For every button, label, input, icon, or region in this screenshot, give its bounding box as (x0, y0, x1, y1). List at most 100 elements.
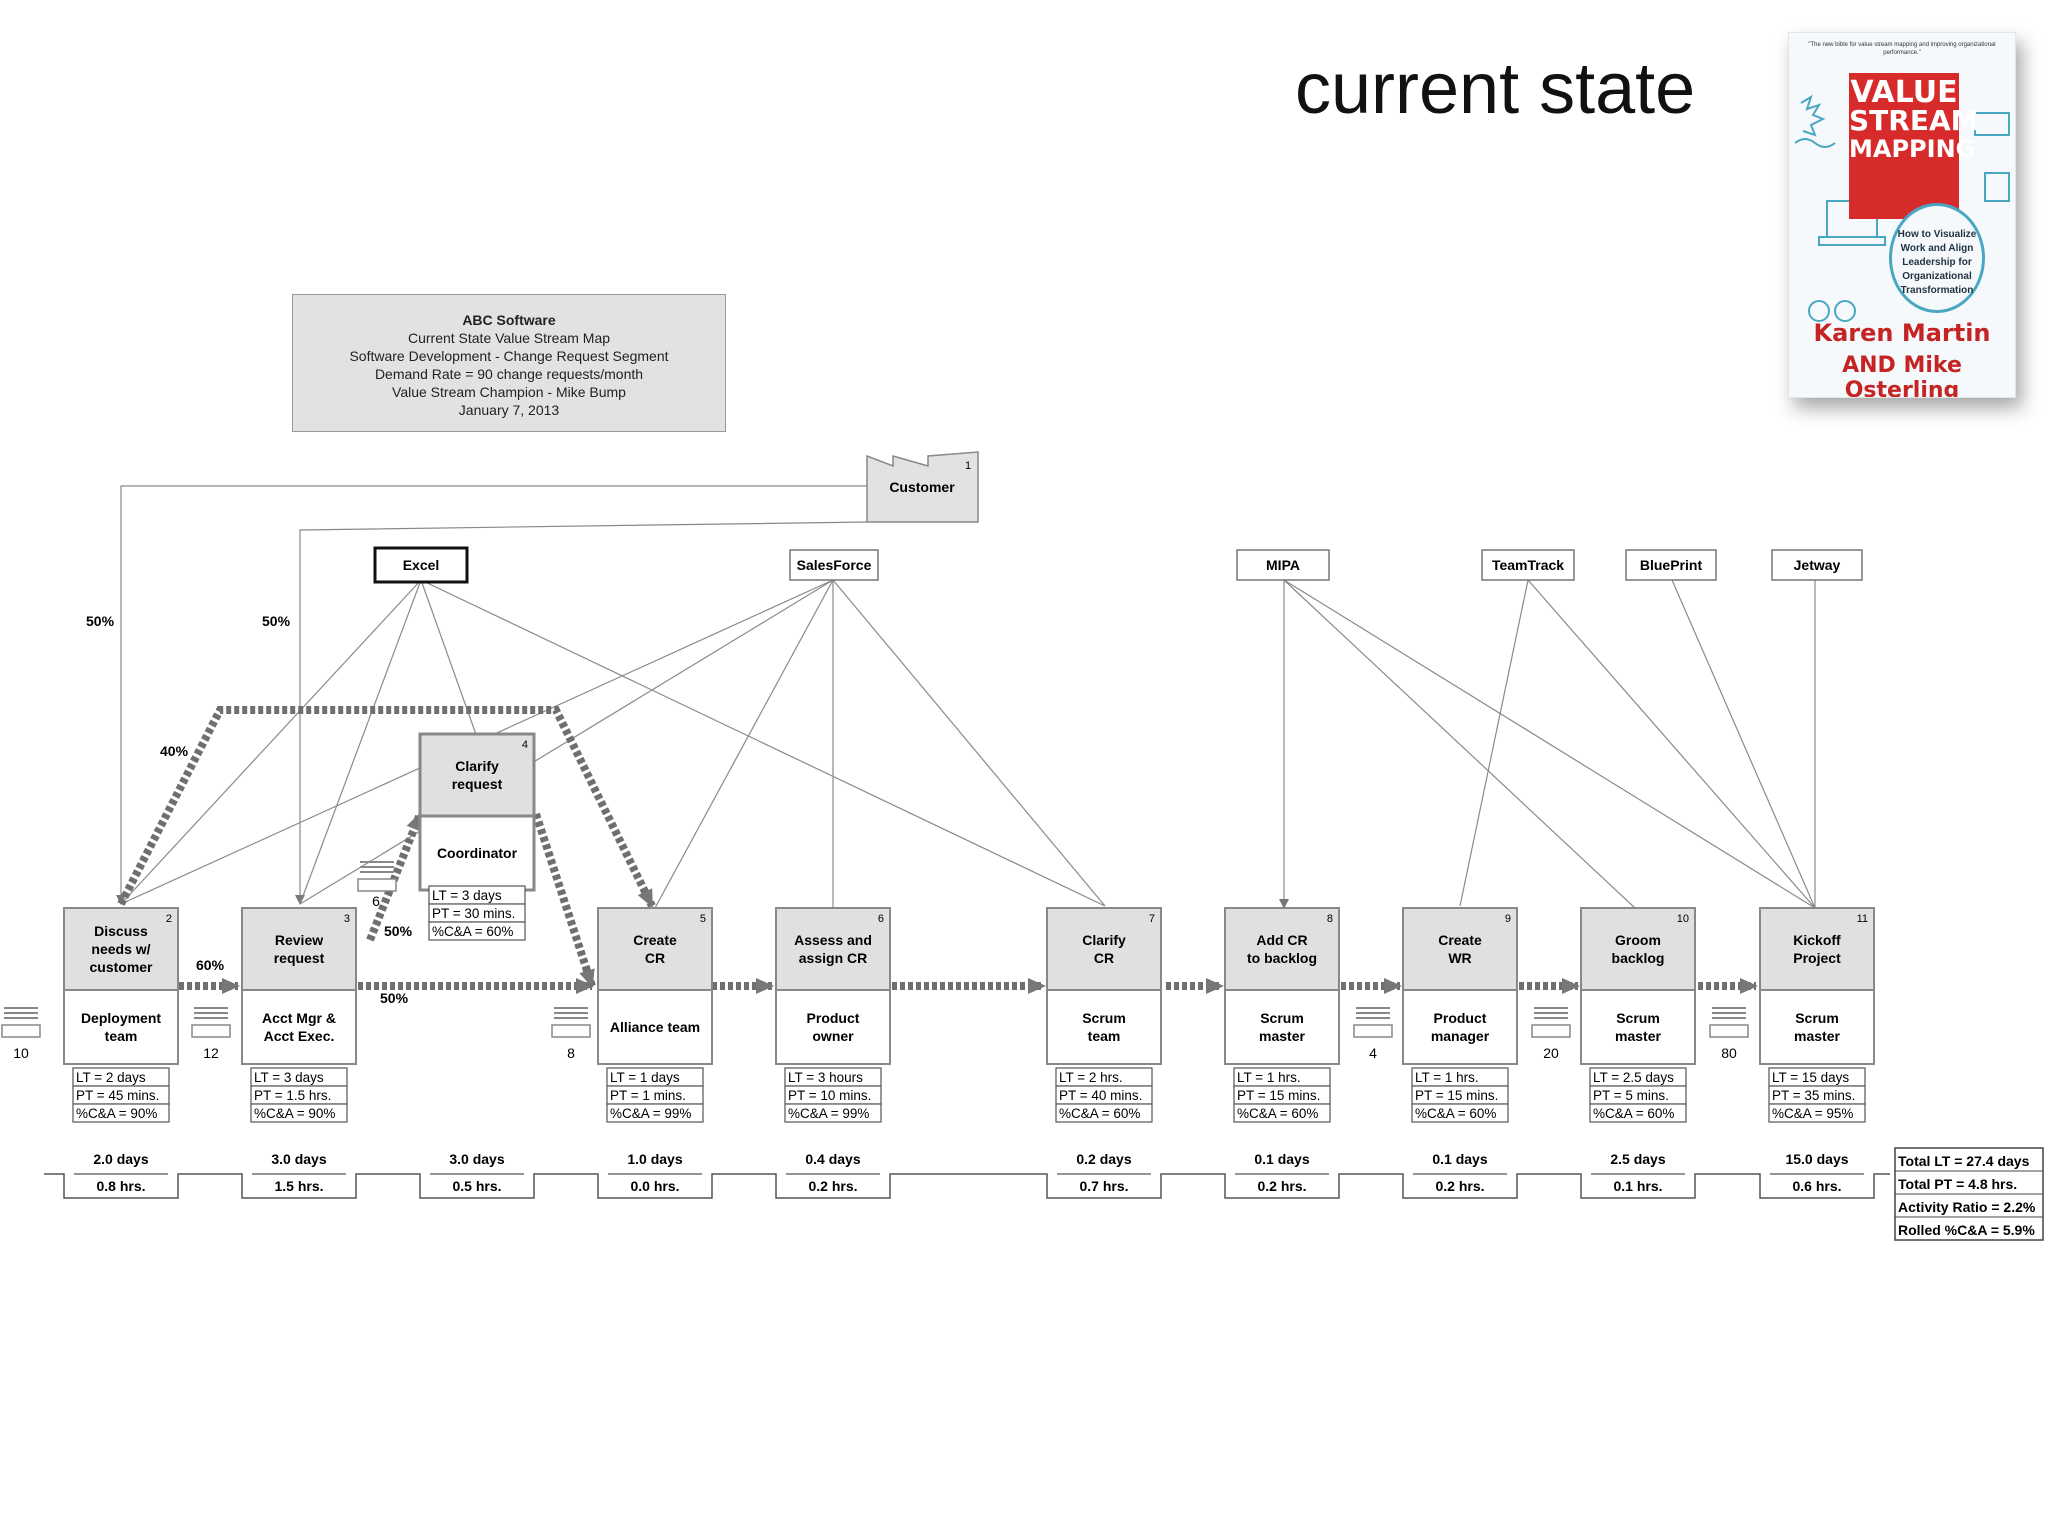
process-name: request (452, 776, 503, 792)
timeline-lead-time: 0.4 days (805, 1151, 860, 1167)
process-metric-ca: %C&A = 95% (1772, 1106, 1853, 1121)
process-owner: Acct Mgr & (262, 1010, 336, 1026)
flow-percent: 60% (196, 957, 225, 973)
process-metric-pt: PT = 35 mins. (1772, 1088, 1855, 1103)
process-name: assign CR (799, 950, 867, 966)
process-name: WR (1448, 950, 1471, 966)
process-name: CR (645, 950, 665, 966)
process-owner: Scrum (1616, 1010, 1660, 1026)
system-box-salesforce: SalesForce (789, 549, 879, 581)
process-metric-pt: PT = 1.5 hrs. (254, 1088, 331, 1103)
process-metric-lt: LT = 15 days (1772, 1070, 1849, 1085)
customer-request-lines (116, 485, 868, 905)
inventory-count: 4 (1369, 1045, 1377, 1061)
flow-percent: 50% (380, 990, 409, 1006)
process-owner: Scrum (1082, 1010, 1126, 1026)
customer-number: 1 (965, 460, 971, 472)
process-metric-pt: PT = 30 mins. (432, 906, 515, 921)
process-owner: Scrum (1260, 1010, 1304, 1026)
timeline-lead-time: 0.1 days (1254, 1151, 1309, 1167)
process-metric-ca: %C&A = 90% (254, 1106, 335, 1121)
header-line: Value Stream Champion - Mike Bump (392, 384, 626, 400)
rolled-ca: Rolled %C&A = 5.9% (1898, 1222, 2035, 1238)
slide-title: current state (1295, 49, 1696, 129)
header-line: Demand Rate = 90 change requests/month (374, 366, 644, 382)
process-name: Clarify (1082, 932, 1126, 948)
system-box-excel: Excel (373, 546, 469, 584)
process-metric-lt: LT = 3 days (254, 1070, 324, 1085)
timeline-lead-time: 0.1 days (1432, 1151, 1487, 1167)
book-author-2: AND Mike Osterling (1842, 353, 1962, 398)
book-title-logo: VALUE STREAM MAPPING (1849, 73, 1979, 219)
process-owner: Acct Exec. (264, 1028, 335, 1044)
vsm-header-box: ABC Software Current State Value Stream … (292, 294, 726, 432)
timeline-lead-time: 2.5 days (1610, 1151, 1665, 1167)
system-label: TeamTrack (1492, 557, 1564, 573)
timeline-lead-time: 2.0 days (93, 1151, 148, 1167)
system-label: Excel (403, 557, 440, 573)
process-name: Discuss (94, 923, 148, 939)
process-metric-lt: LT = 2 days (76, 1070, 146, 1085)
process-metric-lt: LT = 2 hrs. (1059, 1070, 1123, 1085)
process-metric-lt: LT = 2.5 days (1593, 1070, 1674, 1085)
inventory-icon: 4 (1353, 1007, 1393, 1061)
timeline-process-time: 0.0 hrs. (630, 1178, 679, 1194)
process-number: 3 (344, 913, 350, 925)
process-owner: Product (1434, 1010, 1487, 1026)
timeline-process-time: 0.6 hrs. (1792, 1178, 1841, 1194)
process-metric-ca: %C&A = 90% (76, 1106, 157, 1121)
process-owner: master (1259, 1028, 1305, 1044)
process-metric-pt: PT = 45 mins. (76, 1088, 159, 1103)
process-number: 5 (700, 913, 706, 925)
inventory-icon: 20 (1531, 1007, 1571, 1061)
book-author-1: Karen Martin (1813, 319, 1991, 347)
process-number: 7 (1149, 913, 1155, 925)
process-name: Groom (1615, 932, 1661, 948)
system-box-blueprint: BluePrint (1625, 549, 1717, 581)
book-subtitle: How to Visualize Work and Align Leadersh… (1889, 203, 1985, 313)
inventory-icon: 12 (191, 1007, 231, 1061)
customer-label: Customer (889, 479, 955, 495)
process-name: customer (89, 959, 153, 975)
book-cover-image: "The new bible for value stream mapping … (1788, 32, 2016, 398)
process-metric-ca: %C&A = 99% (788, 1106, 869, 1121)
book-title-line: MAPPING (1849, 135, 1976, 163)
process-owner: Alliance team (610, 1019, 700, 1035)
process-owner: Deployment (81, 1010, 161, 1026)
book-blurb: "The new bible for value stream mapping … (1808, 42, 1996, 56)
timeline-lead-time: 3.0 days (449, 1151, 504, 1167)
process-metric-ca: %C&A = 60% (1415, 1106, 1496, 1121)
process-metric-lt: LT = 1 hrs. (1415, 1070, 1479, 1085)
process-metric-lt: LT = 1 hrs. (1237, 1070, 1301, 1085)
book-title-line: STREAM (1849, 104, 1979, 137)
process-number: 10 (1677, 913, 1689, 925)
header-company: ABC Software (462, 312, 556, 328)
customer-factory-icon: 1 Customer (866, 451, 979, 523)
process-metric-ca: %C&A = 60% (1593, 1106, 1674, 1121)
process-metric-lt: LT = 1 days (610, 1070, 680, 1085)
flow-percent: 50% (262, 613, 291, 629)
process-owner: team (105, 1028, 138, 1044)
inventory-icon: 8 (551, 1007, 591, 1061)
process-name: Project (1793, 950, 1841, 966)
process-metric-pt: PT = 5 mins. (1593, 1088, 1669, 1103)
flow-percent: 50% (384, 923, 413, 939)
system-box-jetway: Jetway (1771, 549, 1863, 581)
book-doodles (1794, 94, 2010, 322)
total-lead-time: Total LT = 27.4 days (1898, 1153, 2030, 1169)
flow-percent: 40% (160, 743, 189, 759)
total-process-time: Total PT = 4.8 hrs. (1898, 1176, 2017, 1192)
inventory-icon: 10 (1, 1007, 41, 1061)
timeline-process-time: 0.7 hrs. (1079, 1178, 1128, 1194)
system-label: SalesForce (797, 557, 872, 573)
